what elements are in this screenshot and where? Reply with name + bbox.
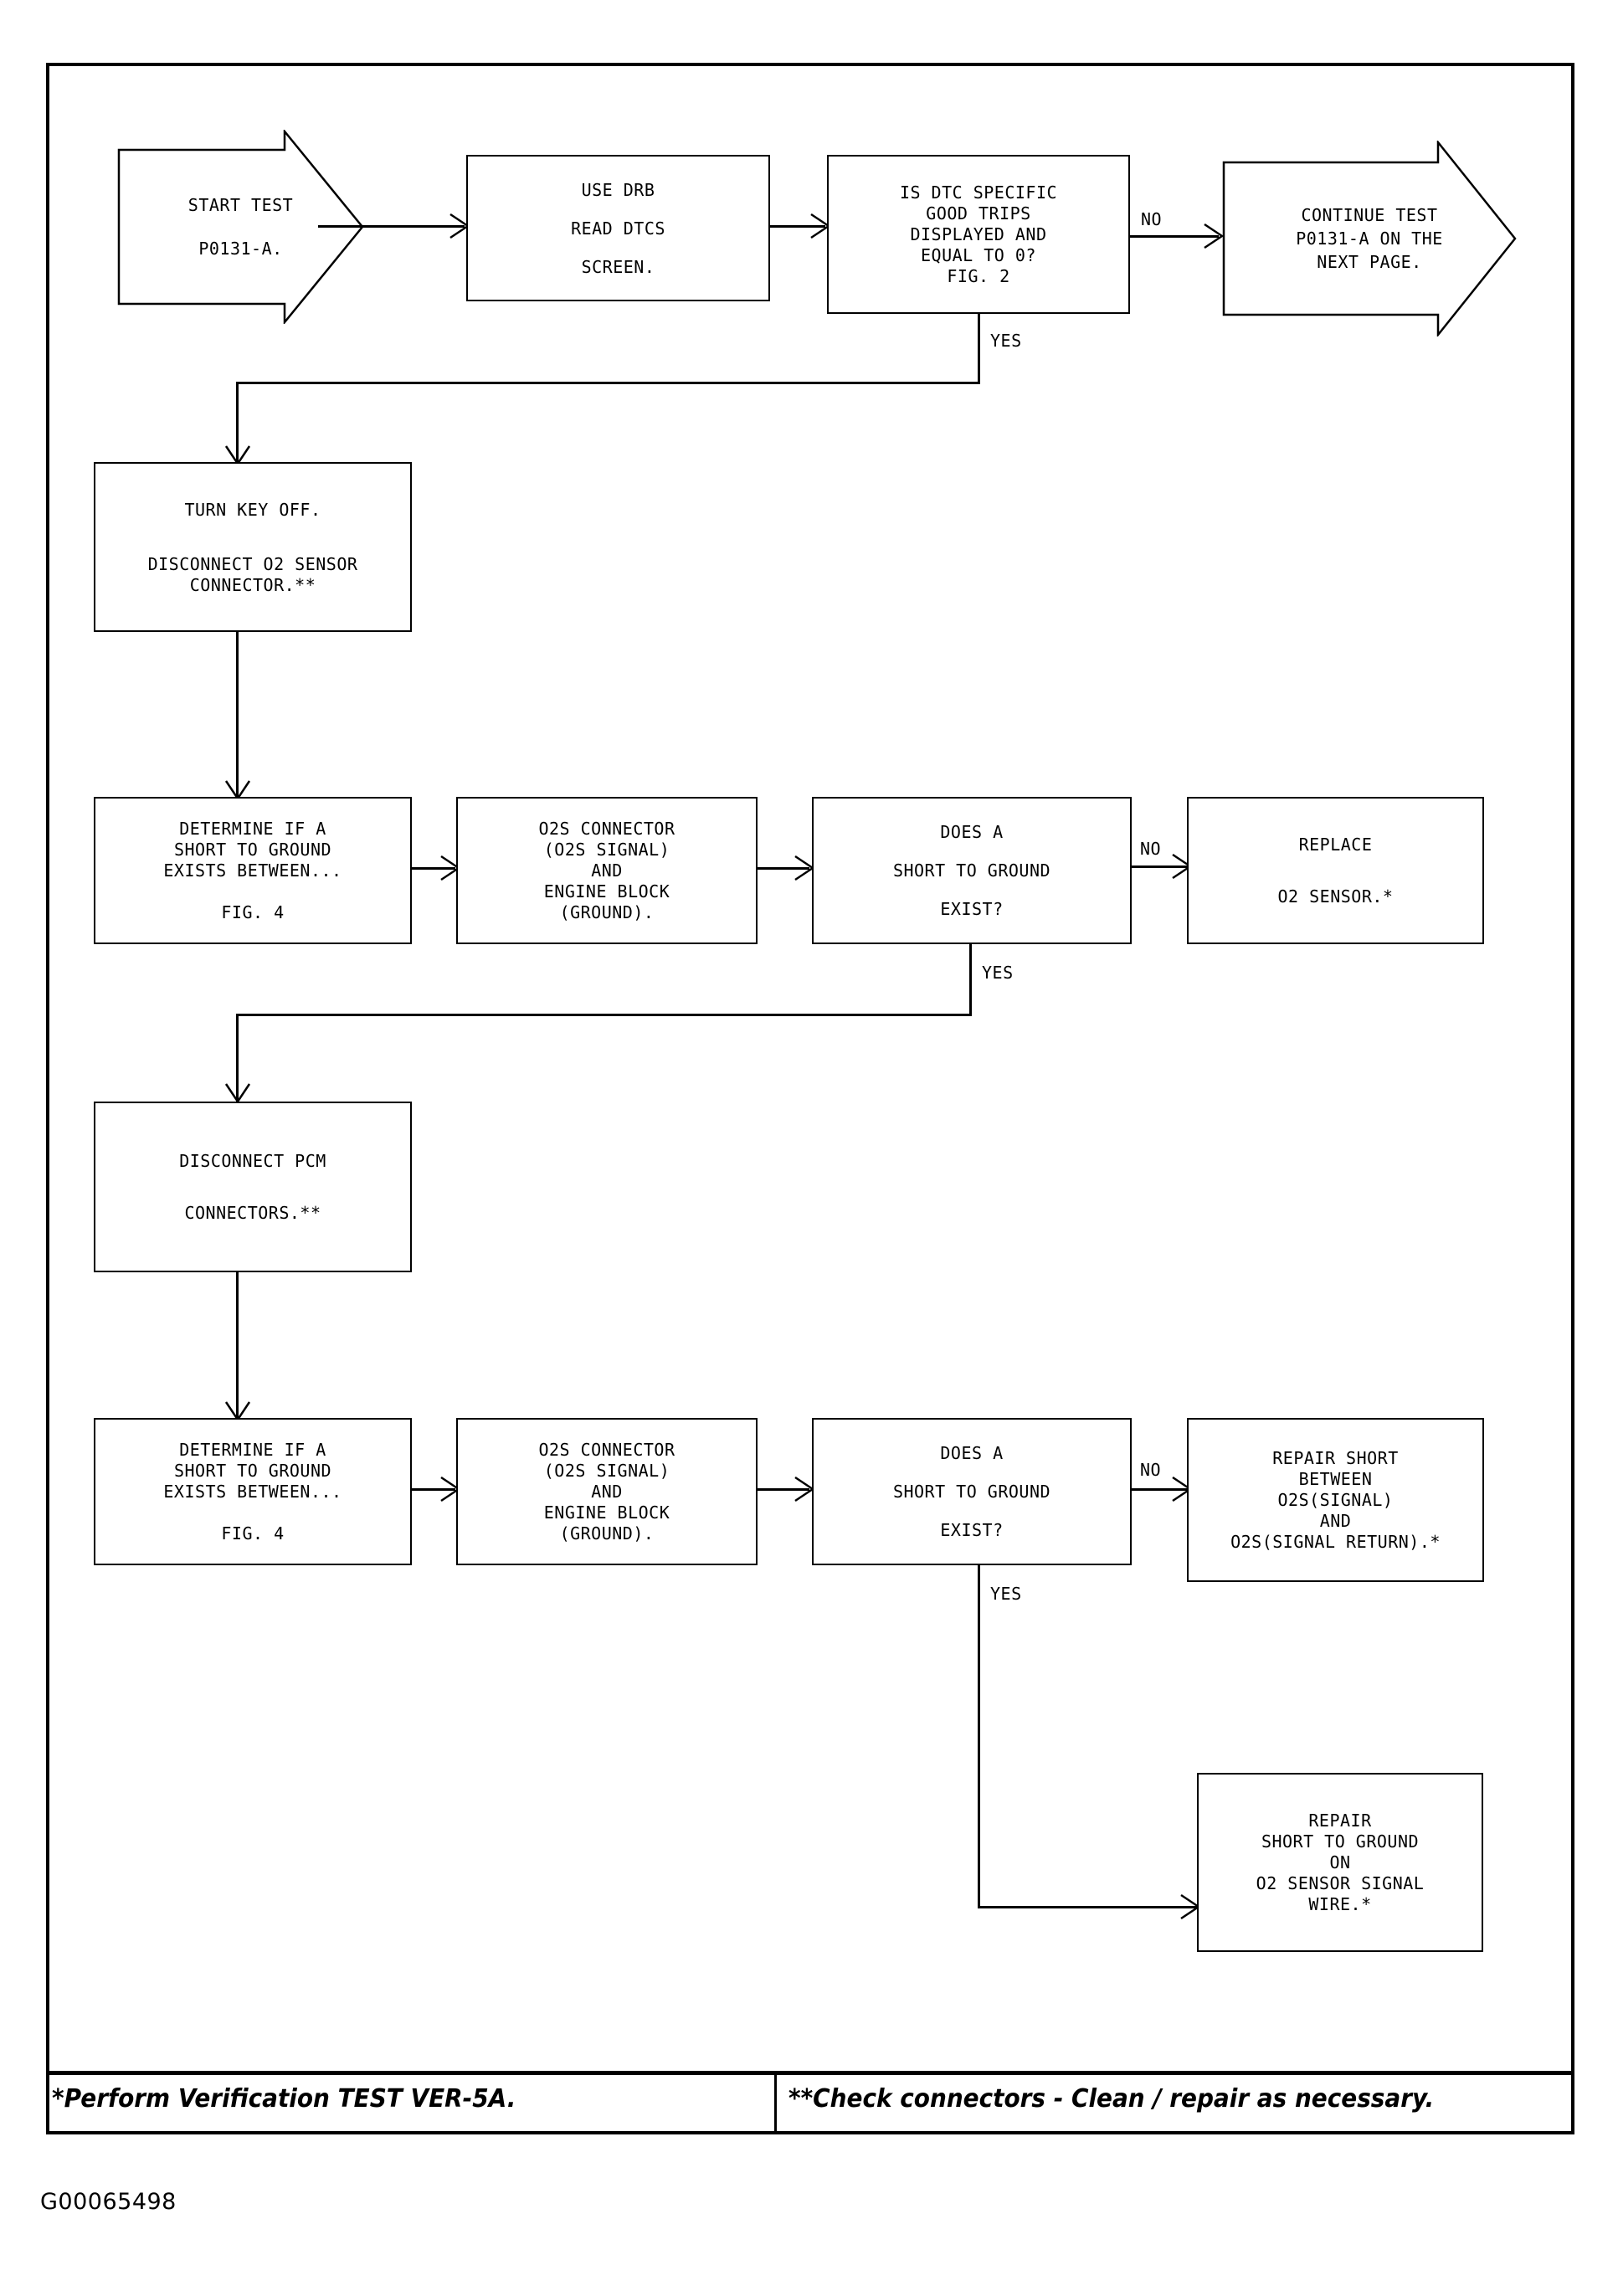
text-line: SHORT TO GROUND	[892, 1482, 1051, 1502]
text-line: DOES A	[940, 1443, 1004, 1463]
text-line: O2S CONNECTOR	[538, 1440, 675, 1460]
arrowhead-right	[1202, 223, 1224, 249]
text-line: AND	[591, 1482, 623, 1502]
text-line: AND	[1319, 1511, 1352, 1531]
footer-rule	[46, 2071, 1574, 2075]
text-line: AND	[591, 860, 623, 881]
connector-short2-no-to-repair	[1132, 1488, 1187, 1491]
text-line: READ DTCS	[571, 218, 665, 239]
text-line: WIRE.*	[1308, 1894, 1372, 1914]
node-short-question-1[interactable]: DOES A SHORT TO GROUND EXIST?	[812, 797, 1132, 944]
connector-drb-to-dtc	[770, 225, 825, 228]
text-line: SHORT TO GROUND	[173, 839, 332, 860]
page-border	[46, 63, 1574, 2134]
node-repair-short-ground[interactable]: REPAIR SHORT TO GROUND ON O2 SENSOR SIGN…	[1197, 1773, 1483, 1952]
text-line: ENGINE BLOCK	[543, 881, 670, 901]
footnote-verification-test: *Perform Verification TEST VER-5A.	[52, 2084, 516, 2114]
text-line: BETWEEN	[1298, 1469, 1373, 1489]
text-line: TURN KEY OFF.	[184, 499, 321, 520]
text-line: REPLACE	[1298, 835, 1373, 855]
branch-label-short1-yes: YES	[982, 963, 1014, 983]
text-line: GOOD TRIPS	[926, 203, 1031, 223]
connector-keyoff-to-determine1	[236, 632, 239, 799]
node-short-question-2[interactable]: DOES A SHORT TO GROUND EXIST?	[812, 1418, 1132, 1565]
branch-label-dtc-no: NO	[1141, 209, 1163, 229]
text-line: O2S CONNECTOR	[538, 819, 675, 839]
text-line: REPAIR	[1308, 1811, 1372, 1831]
connector-determine1-to-o2s1	[412, 867, 455, 870]
document-id-code: G00065498	[40, 2189, 177, 2215]
text-line: EXISTS BETWEEN...	[163, 860, 342, 881]
text-line: DISPLAYED AND	[910, 224, 1047, 244]
node-o2s-connector-1[interactable]: O2S CONNECTOR (O2S SIGNAL) AND ENGINE BL…	[456, 797, 758, 944]
branch-label-short2-yes: YES	[990, 1584, 1022, 1604]
text-line: FIG. 2	[947, 266, 1010, 286]
text-line: REPAIR SHORT	[1272, 1448, 1399, 1468]
text-line: FIG. 4	[221, 902, 285, 923]
text-line: O2S(SIGNAL RETURN).*	[1230, 1532, 1441, 1552]
text-line: ENGINE BLOCK	[543, 1502, 670, 1523]
text-line: CONNECTOR.**	[189, 574, 316, 595]
text-line: DOES A	[940, 822, 1004, 842]
connector-short1-no-to-replace	[1132, 865, 1187, 868]
text-line: DETERMINE IF A	[179, 1439, 326, 1460]
text-line: DETERMINE IF A	[179, 818, 326, 839]
connector-dtc-yes-down2	[236, 382, 239, 465]
connector-short1-yes-down	[969, 944, 972, 1015]
connector-pcm-to-determine2	[236, 1272, 239, 1421]
text-line: (O2S SIGNAL)	[543, 1461, 670, 1481]
node-determine-short-1[interactable]: DETERMINE IF A SHORT TO GROUND EXISTS BE…	[94, 797, 412, 944]
node-disconnect-pcm[interactable]: DISCONNECT PCM CONNECTORS.**	[94, 1102, 412, 1272]
connector-dtc-yes-across	[236, 382, 980, 384]
text-line: (GROUND).	[559, 902, 655, 922]
connector-short2-yes-across	[978, 1906, 1200, 1908]
text-line: SHORT TO GROUND	[1261, 1831, 1420, 1852]
connector-o2s2-to-question2	[758, 1488, 809, 1491]
text-line: ON	[1329, 1852, 1351, 1872]
arrowhead-down	[224, 1081, 251, 1103]
connector-determine2-to-o2s2	[412, 1488, 455, 1491]
text-line: CONNECTORS.**	[184, 1203, 321, 1223]
branch-label-short1-no: NO	[1140, 839, 1162, 859]
footnote-check-connectors: **Check connectors - Clean / repair as n…	[788, 2084, 1435, 2114]
text-line: USE DRB	[581, 179, 655, 200]
connector-short1-yes-across	[236, 1014, 972, 1016]
text-line: EQUAL TO 0?	[921, 245, 1036, 265]
text-line: DISCONNECT O2 SENSOR	[147, 553, 358, 574]
node-turn-key-off[interactable]: TURN KEY OFF. DISCONNECT O2 SENSOR CONNE…	[94, 462, 412, 632]
text-line: (O2S SIGNAL)	[543, 840, 670, 860]
connector-short1-yes-down2	[236, 1014, 239, 1103]
node-determine-short-2[interactable]: DETERMINE IF A SHORT TO GROUND EXISTS BE…	[94, 1418, 412, 1565]
node-repair-short-between[interactable]: REPAIR SHORT BETWEEN O2S(SIGNAL) AND O2S…	[1187, 1418, 1484, 1582]
text-line: EXIST?	[940, 899, 1004, 919]
footer-divider	[774, 2071, 777, 2134]
text-line: O2S(SIGNAL)	[1277, 1490, 1394, 1510]
node-replace-sensor[interactable]: REPLACE O2 SENSOR.*	[1187, 797, 1484, 944]
connector-dtc-yes-down	[978, 314, 980, 383]
node-dtc-question[interactable]: IS DTC SPECIFIC GOOD TRIPS DISPLAYED AND…	[827, 155, 1130, 314]
text-line: IS DTC SPECIFIC	[899, 182, 1058, 203]
node-continue-test[interactable]: CONTINUE TEST P0131-A ON THE NEXT PAGE.	[1222, 141, 1517, 336]
connector-short2-yes-down	[978, 1565, 980, 1908]
connector-start-to-drb	[318, 225, 465, 228]
text-line: SHORT TO GROUND	[892, 860, 1051, 881]
branch-label-dtc-yes: YES	[990, 331, 1022, 351]
node-use-drb[interactable]: USE DRB READ DTCS SCREEN.	[466, 155, 770, 301]
text-line: O2 SENSOR.*	[1277, 886, 1394, 907]
text-line: SHORT TO GROUND	[173, 1460, 332, 1481]
connector-o2s1-to-question1	[758, 867, 809, 870]
text-line: EXIST?	[940, 1520, 1004, 1540]
text-line: FIG. 4	[221, 1523, 285, 1544]
text-line: O2 SENSOR SIGNAL	[1256, 1873, 1425, 1893]
text-line: DISCONNECT PCM	[179, 1151, 326, 1171]
text-line: (GROUND).	[559, 1523, 655, 1544]
node-o2s-connector-2[interactable]: O2S CONNECTOR (O2S SIGNAL) AND ENGINE BL…	[456, 1418, 758, 1565]
connector-dtc-no-to-continue	[1130, 235, 1219, 238]
text-line: EXISTS BETWEEN...	[163, 1481, 342, 1502]
branch-label-short2-no: NO	[1140, 1460, 1162, 1480]
text-line: SCREEN.	[581, 256, 655, 277]
